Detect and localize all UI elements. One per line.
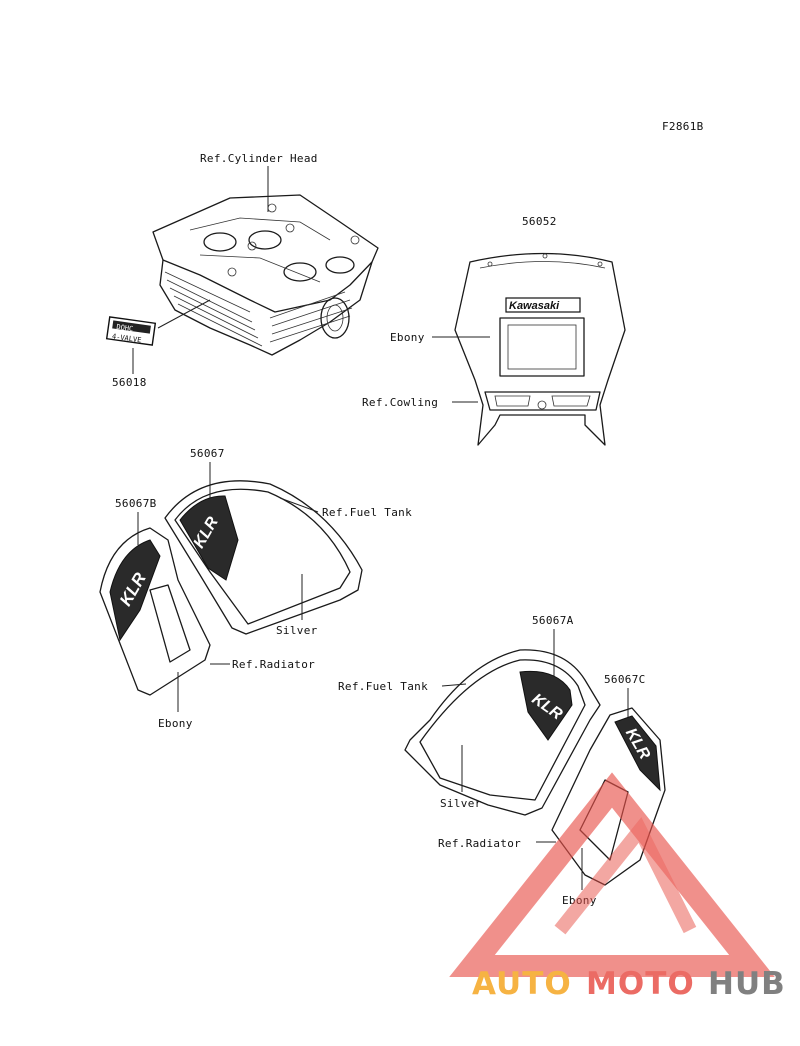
label-ref-radiator-left: Ref.Radiator xyxy=(232,658,315,671)
right-tank-decal-drawing: KLR xyxy=(404,649,601,816)
label-ref-fuel-tank-left: Ref.Fuel Tank xyxy=(322,506,412,519)
left-radiator-shroud-drawing: KLR xyxy=(99,527,211,696)
left-tank-decal-drawing: KLR xyxy=(164,480,363,635)
watermark-hub-text: HUB xyxy=(708,966,786,1002)
leader-dohc-to-head xyxy=(157,299,211,329)
label-56067: 56067 xyxy=(190,447,225,460)
automotohub-watermark: AUTO MOTO HUB xyxy=(449,772,786,1002)
label-56052: 56052 xyxy=(522,215,557,228)
decal-dohc-4-valve: DOHC 4-VALVE xyxy=(105,316,157,346)
front-cowl-drawing: Kawasaki xyxy=(454,252,626,446)
label-ref-fuel-tank-right: Ref.Fuel Tank xyxy=(338,680,428,693)
label-56067a: 56067A xyxy=(532,614,574,627)
watermark-auto-text: AUTO xyxy=(472,966,572,1002)
label-ebony-left: Ebony xyxy=(158,717,193,730)
label-ref-radiator-right: Ref.Radiator xyxy=(438,837,521,850)
leader-ref-fuel-tank-right xyxy=(441,683,467,687)
cylinder-head-drawing xyxy=(152,194,379,356)
label-silver-right: Silver xyxy=(440,797,482,810)
decal-dohc-text: DOHC xyxy=(116,323,134,333)
leader-ref-fuel-tank-left xyxy=(279,497,319,513)
watermark-triangle-icon xyxy=(449,772,775,977)
label-ref-cowling: Ref.Cowling xyxy=(362,396,438,409)
label-silver-left: Silver xyxy=(276,624,318,637)
label-56067b: 56067B xyxy=(115,497,157,510)
label-ebony-cowl: Ebony xyxy=(390,331,425,344)
label-56018: 56018 xyxy=(112,376,147,389)
watermark-moto-text: MOTO xyxy=(586,966,695,1002)
cowl-brand-text: Kawasaki xyxy=(509,300,560,312)
label-ref-cylinder-head: Ref.Cylinder Head xyxy=(200,152,318,165)
figure-code: F2861B xyxy=(662,120,704,133)
label-56067c: 56067C xyxy=(604,673,646,686)
